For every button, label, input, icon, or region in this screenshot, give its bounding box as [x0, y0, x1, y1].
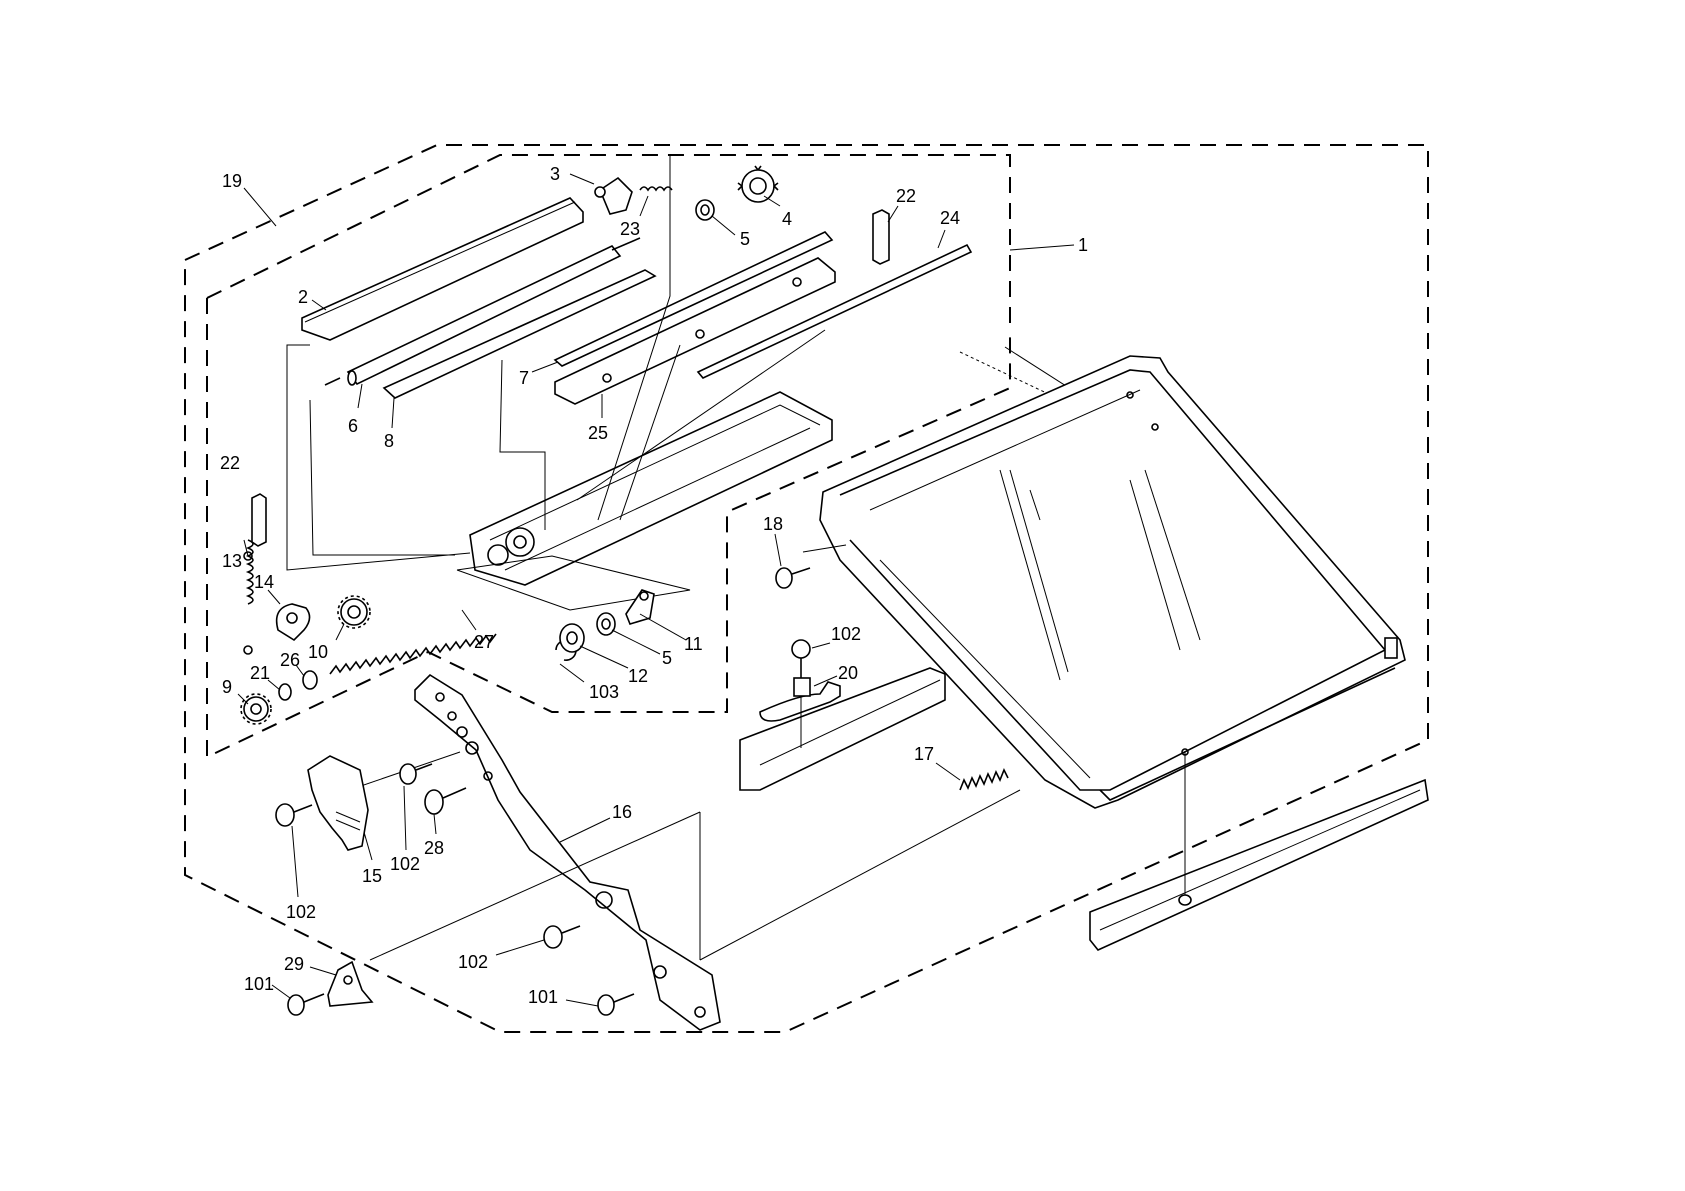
bushing-5-top	[696, 200, 714, 220]
callout-24: 24	[940, 208, 960, 228]
cover-15	[308, 756, 368, 850]
callout-17: 17	[914, 744, 934, 764]
bushing-5-bottom	[597, 613, 615, 635]
callout-6: 6	[348, 416, 358, 436]
callout-1: 1	[1078, 235, 1088, 255]
screw-28	[425, 788, 466, 814]
callout-26: 26	[280, 650, 300, 670]
screw-102-a	[276, 804, 312, 826]
spring-27	[330, 634, 496, 674]
callout-22-top: 22	[896, 186, 916, 206]
callout-21: 21	[250, 663, 270, 683]
callout-11: 11	[684, 634, 703, 654]
spring-23	[640, 187, 672, 190]
callout-101-left: 101	[244, 974, 274, 994]
callout-10: 10	[308, 642, 328, 662]
callout-19: 19	[222, 171, 242, 191]
gear-4	[738, 166, 778, 202]
callout-5-top: 5	[740, 229, 750, 249]
callout-102-top: 102	[831, 624, 861, 644]
bushing-26	[303, 671, 317, 689]
callout-102-middle: 102	[390, 854, 420, 874]
callout-3: 3	[550, 164, 560, 184]
washer-21	[279, 684, 291, 700]
side-plate-16	[415, 675, 720, 1030]
callout-25: 25	[588, 423, 608, 443]
callout-101-right: 101	[528, 987, 558, 1007]
callout-7: 7	[519, 368, 529, 388]
callout-12: 12	[628, 666, 648, 686]
gear-cam-3	[595, 178, 632, 214]
callout-27: 27	[474, 632, 494, 652]
screw-18	[776, 568, 810, 588]
gear-10	[338, 596, 370, 628]
cleaning-unit-body	[470, 392, 832, 585]
callout-5-bottom: 5	[662, 648, 672, 668]
bracket-29	[328, 962, 372, 1006]
callout-29: 29	[284, 954, 304, 974]
screw-101-b	[598, 994, 634, 1015]
spring-17	[960, 770, 1008, 790]
callout-102-lower: 102	[458, 952, 488, 972]
spring-13	[244, 540, 253, 654]
transfer-belt-unit	[820, 356, 1405, 808]
callout-20: 20	[838, 663, 858, 683]
block-22-left	[252, 494, 266, 546]
callout-23: 23	[620, 219, 640, 239]
callout-18: 18	[763, 514, 783, 534]
gear-9	[241, 694, 271, 724]
callout-103: 103	[589, 682, 619, 702]
bracket-11	[626, 590, 654, 624]
gear-12	[560, 624, 584, 652]
screw-101-a	[288, 994, 324, 1015]
callout-15: 15	[362, 866, 382, 886]
callout-16: 16	[612, 802, 632, 822]
callout-22-left: 22	[220, 453, 240, 473]
callout-102-left: 102	[286, 902, 316, 922]
callout-28: 28	[424, 838, 444, 858]
arm-14	[277, 604, 310, 640]
callout-4: 4	[782, 209, 792, 229]
callout-14: 14	[254, 572, 274, 592]
callout-9: 9	[222, 677, 232, 697]
callout-13: 13	[222, 551, 242, 571]
callout-2: 2	[298, 287, 308, 307]
callout-8: 8	[384, 431, 394, 451]
block-22-top	[873, 210, 889, 264]
screw-102-c	[544, 926, 580, 948]
